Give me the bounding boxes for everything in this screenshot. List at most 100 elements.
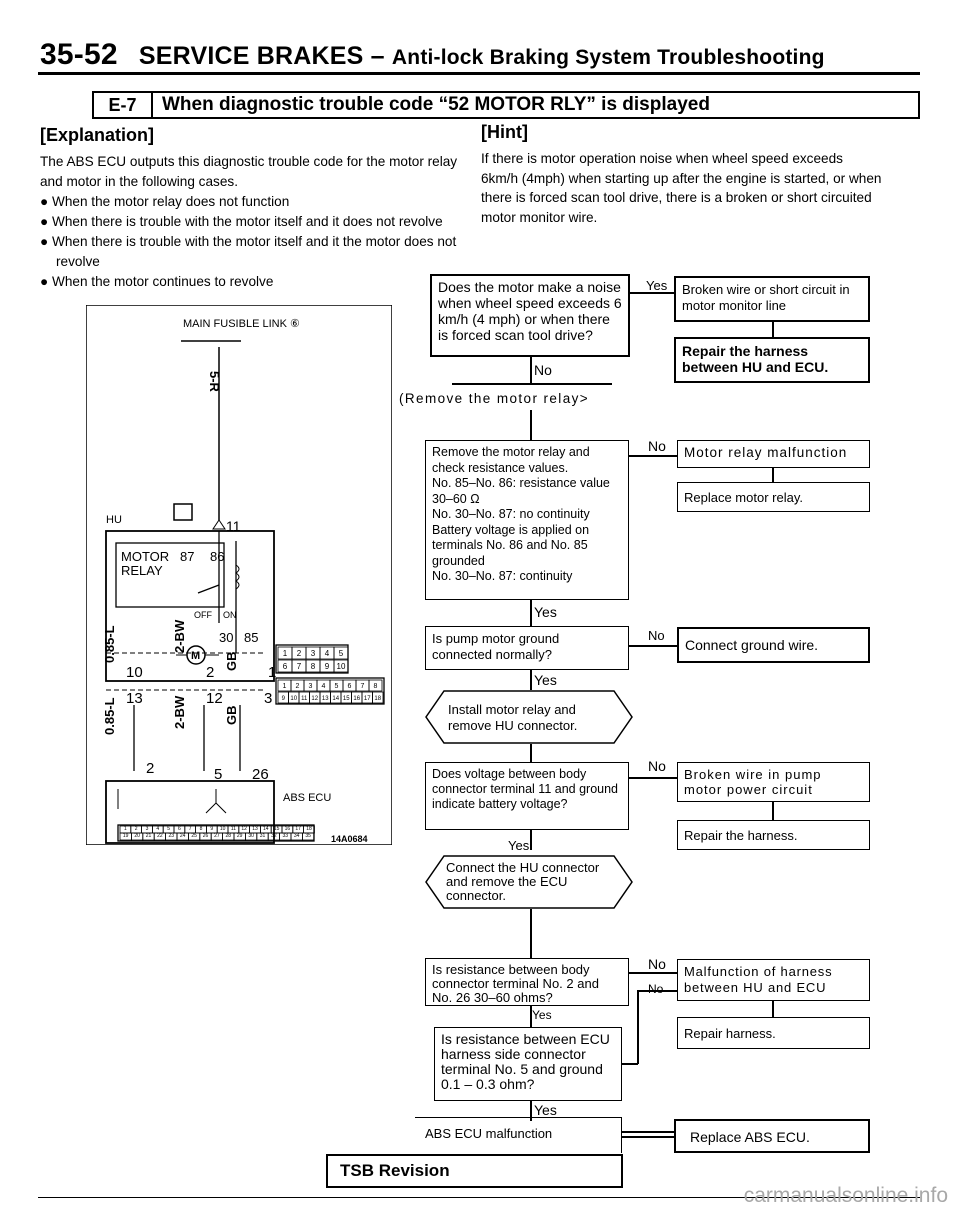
explanation-bullet: ● When the motor relay does not function [40,194,290,209]
explanation-bullet: ● When there is trouble with the motor i… [40,234,457,269]
connector-a-top-pin: 8 [374,683,378,690]
q3-no-label: No [648,628,665,643]
ecu-connector-bottom-pin: 21 [146,833,152,839]
connector-a-top-pin: 6 [348,683,352,690]
pin-11-marker [212,519,226,530]
q3-box: Is pump motor ground connected normally? [425,626,629,670]
motor-relay-box [115,542,225,608]
ecu-connector-bottom-pin: 31 [260,833,266,839]
page-subheading: Anti-lock Braking System Troubleshooting [391,46,825,69]
connector-a-bottom-pin: 16 [353,696,360,702]
q2-yes-label: Yes [534,604,557,620]
step-install-shape [425,690,633,744]
hu-connector-bottom-cell [333,659,349,673]
q4-no-label: No [648,758,666,774]
connector-a-top-pin: 3 [309,683,313,690]
q1-box: Does the motor make a noise when wheel s… [430,274,630,357]
hu-connector-top-cell [333,646,349,660]
pin-11: 11 [226,518,241,534]
r2-box: Motor relay malfunction [677,440,870,468]
wiring-diagram: MAIN FUSIBLE LINK ⑥ 5-R HU 11 MOTOR RELA… [86,305,392,845]
ecu-connector-top-pin: 3 [146,826,149,832]
r3-box: Connect ground wire. [677,627,870,663]
step-connect-shape [425,855,633,909]
q1-yes-label: Yes [646,278,668,293]
section-bar: E-7 When diagnostic trouble code “52 MOT… [92,91,920,119]
q5-yes-label: Yes [532,1008,552,1022]
ecu-connector-bottom-pin: 20 [134,833,140,839]
ecu-connector-bottom-pin: 35 [305,833,311,839]
hu-connector-top-pin: 2 [297,649,302,658]
connector-a-bottom-pin: 17 [364,696,371,702]
hint-heading: [Hint] [481,122,528,142]
tsb-revision: TSB Revision [326,1154,623,1188]
connector-a-top-pin: 4 [322,683,326,690]
connector-a-top-pin: 5 [335,683,339,690]
pin-13: 13 [126,690,143,707]
page-title: 35-52 SERVICE BRAKES – Anti-lock Braking… [40,38,825,72]
explanation-text: The ABS ECU outputs this diagnostic trou… [40,152,472,292]
diagram-frame-top [86,305,392,317]
connector-a-bottom-pin: 14 [332,696,339,702]
ecu-connector-top-pin: 12 [241,826,247,832]
ecu-connector-top-pin: 16 [285,826,291,832]
motor-relay-label-1: MOTOR [121,549,169,564]
pin-2: 2 [206,664,214,681]
section-title: When diagnostic trouble code “52 MOTOR R… [162,94,710,115]
connector-a-bottom-pin: 13 [322,696,329,702]
ecu-connector-top-pin: 1 [124,826,127,832]
ecu-connector-bottom-pin: 33 [283,833,289,839]
section-code: E-7 [94,93,153,117]
q6-yes-label: Yes [534,1102,557,1118]
pin-26: 26 [252,766,269,783]
explanation-bullet: ● When the motor continues to revolve [40,274,274,289]
connector-a-top-cell [368,679,383,692]
q1-no-label: No [534,362,552,378]
ecu-connector-bottom-pin: 32 [271,833,277,839]
ecu-connector-bottom-pin: 24 [180,833,186,839]
r1-box: Broken wire or short circuit in motor mo… [674,276,870,322]
r6-box: ABS ECU malfunction [415,1117,622,1153]
q2-box: Remove the motor relay and check resista… [425,440,629,600]
connector-a-bottom-pin: 15 [343,696,350,702]
step-connect-text: Connect the HU connector and remove the … [446,860,600,903]
relay-switch-icon [197,584,220,594]
q5-no-label: No [648,956,666,972]
ecu-connector-top-pin: 7 [189,826,192,832]
r2-action-box: Replace motor relay. [677,482,870,512]
q2-no-label: No [648,438,666,454]
pin-12: 12 [206,690,223,707]
pin-2-ecu: 2 [146,760,154,777]
connector-a-top-pin: 2 [296,683,300,690]
ecu-connector-top-pin: 14 [263,826,269,832]
connector-a-diagram [275,677,385,705]
ecu-connector-bottom-pin: 25 [191,833,197,839]
ecu-connector-bottom-pin: 26 [203,833,209,839]
fusible-link-label: MAIN FUSIBLE LINK ⑥ [183,318,300,330]
wire-label-gb-b: GB [224,706,239,726]
ecu-connector-bottom-pin: 23 [169,833,175,839]
connector-a-top-pin: 7 [361,683,365,690]
ecu-connector-top-pin: 8 [200,826,203,832]
r4-box: Broken wire in pump motor power circuit [677,762,870,802]
ecu-connector-bottom-pin: 30 [248,833,254,839]
ecu-connector-top-pin: 17 [295,826,301,832]
hu-connector-top-pin: 3 [311,649,316,658]
explanation-heading: [Explanation] [40,125,155,145]
wire-label-gb-a: GB [224,652,239,672]
ecu-connector-top-pin: 6 [178,826,181,832]
step-remove-relay: (Remove the motor relay> [399,391,590,406]
ecu-connector-top-pin: 18 [306,826,312,832]
motor-relay-label-2: RELAY [121,563,163,578]
switch-off-label: OFF [194,610,212,620]
wire-label-085l-b: 0.85-L [102,697,117,735]
figure-id: 14A0684 [331,834,368,844]
q6-no-label: No [648,982,664,996]
connector-a-bottom-pin: 10 [290,696,297,702]
motor-label: M [191,650,200,662]
ecu-connector-bottom-pin: 34 [294,833,300,839]
pin-3: 3 [264,690,272,707]
ecu-connector-bottom-cell [301,832,315,841]
connector-a-bottom-pin: 9 [282,696,286,702]
r1-action-box: Repair the harness between HU and ECU. [674,337,870,383]
